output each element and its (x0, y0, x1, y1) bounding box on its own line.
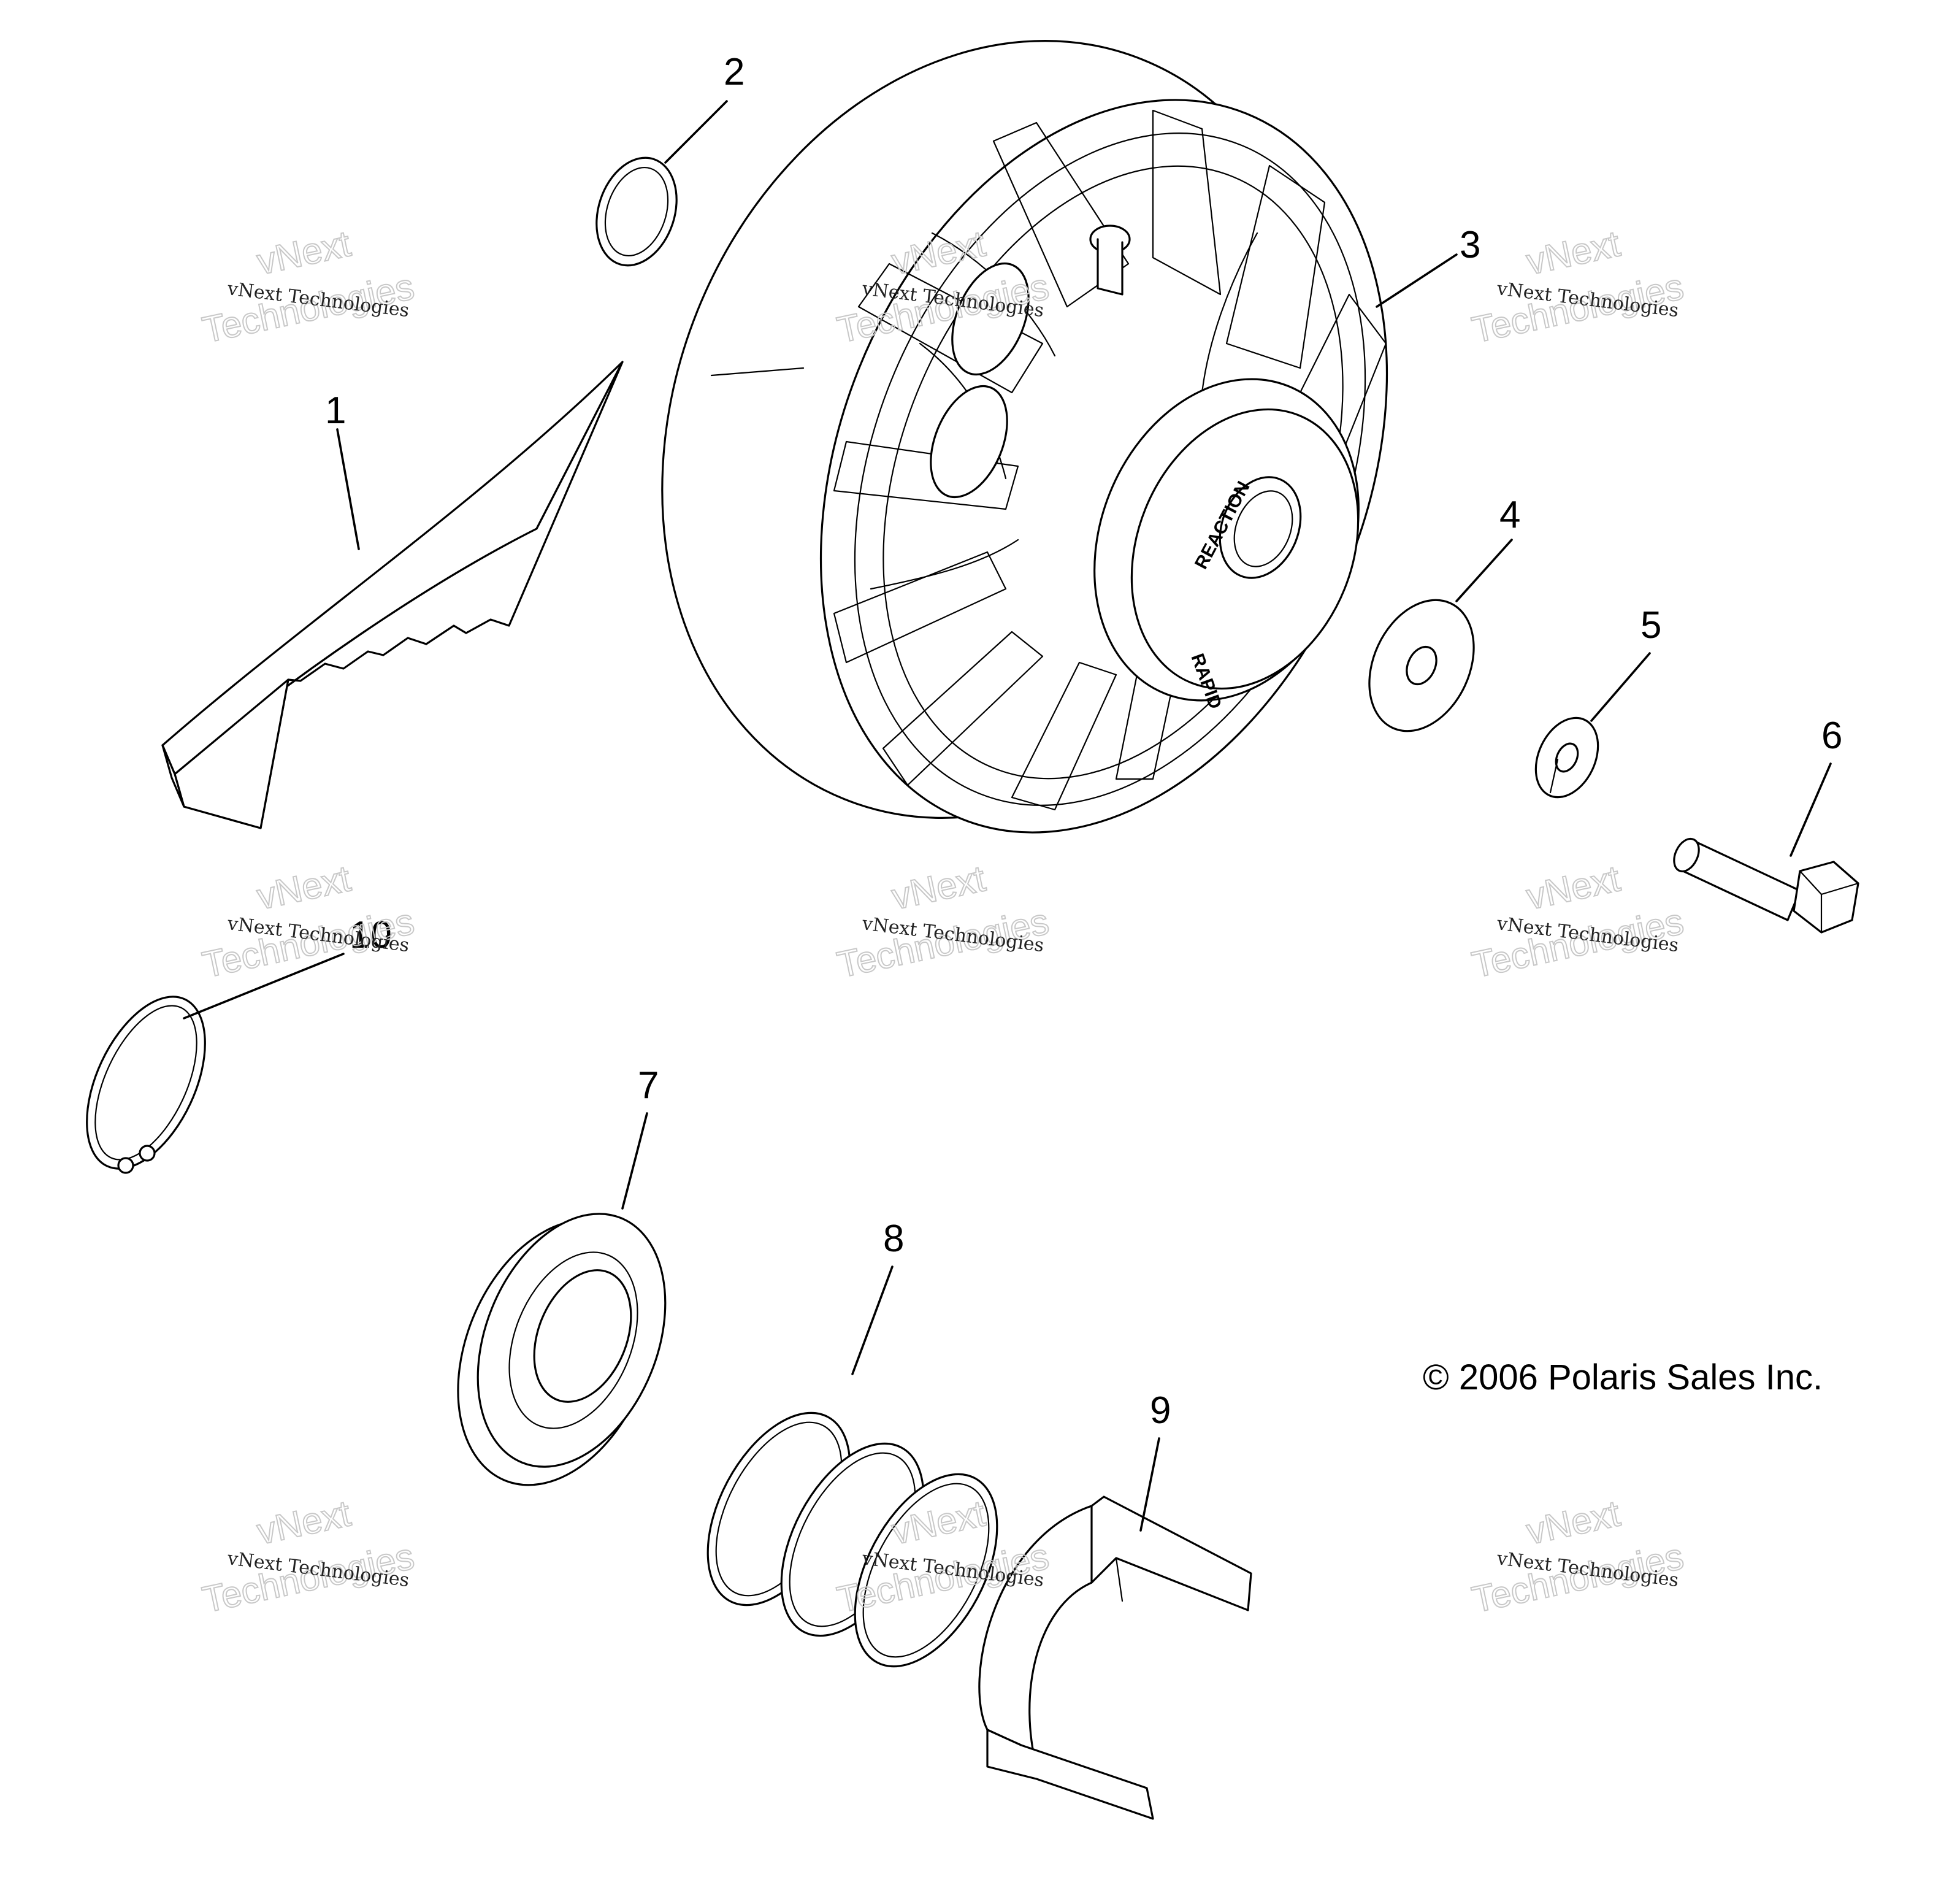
watermark-big-line1: vNext (253, 1492, 354, 1552)
part-4-washer (1368, 599, 1475, 732)
watermark-big-line1: vNext (253, 858, 354, 917)
watermark-big-line1: vNext (888, 858, 989, 917)
callout-4: 4 (1499, 494, 1520, 536)
callout-5: 5 (1640, 604, 1661, 647)
watermark-big-line1: vNext (253, 223, 354, 282)
part-8-spring (706, 1411, 998, 1668)
watermark: vNext Technologies vNext Technologies (198, 1492, 418, 1621)
watermark-big-line1: vNext (1523, 1492, 1623, 1552)
callout-7: 7 (638, 1064, 659, 1107)
watermark: vNext Technologies vNext Technologies (1468, 857, 1688, 986)
callout-10: 10 (350, 914, 392, 956)
part-5-lock-washer (1534, 716, 1599, 799)
callout-2: 2 (724, 51, 745, 93)
callout-1: 1 (325, 390, 346, 432)
watermark: vNext Technologies vNext Technologies (1468, 222, 1688, 351)
watermark: vNext Technologies vNext Technologies (198, 857, 418, 986)
part-6-bolt (1673, 837, 1859, 934)
callout-labels: 1 2 3 4 5 6 7 8 9 10 (325, 51, 1842, 1432)
watermark: vNext Technologies vNext Technologies (833, 857, 1053, 986)
part-1-drive-belt (161, 361, 624, 829)
watermark-big-line1: vNext (1523, 223, 1623, 282)
copyright-notice: © 2006 Polaris Sales Inc. (1423, 1357, 1823, 1397)
watermark: vNext Technologies vNext Technologies (1468, 1492, 1688, 1621)
watermark-big-line1: vNext (1523, 858, 1623, 917)
part-9-helix-cam (978, 1495, 1252, 1820)
callout-8: 8 (883, 1218, 904, 1260)
callout-6: 6 (1821, 715, 1842, 757)
part-3-driven-clutch: REACTION RAPID (661, 40, 1388, 834)
callout-9: 9 (1150, 1389, 1171, 1432)
clutch-fins (833, 109, 1387, 811)
leader-lines (183, 100, 1832, 1532)
callout-3: 3 (1460, 224, 1480, 266)
part-10-retaining-ring (86, 996, 206, 1174)
part-7-spring-seat (457, 1213, 667, 1486)
watermark: vNext Technologies vNext Technologies (198, 222, 418, 351)
part-2-o-ring (595, 156, 678, 267)
